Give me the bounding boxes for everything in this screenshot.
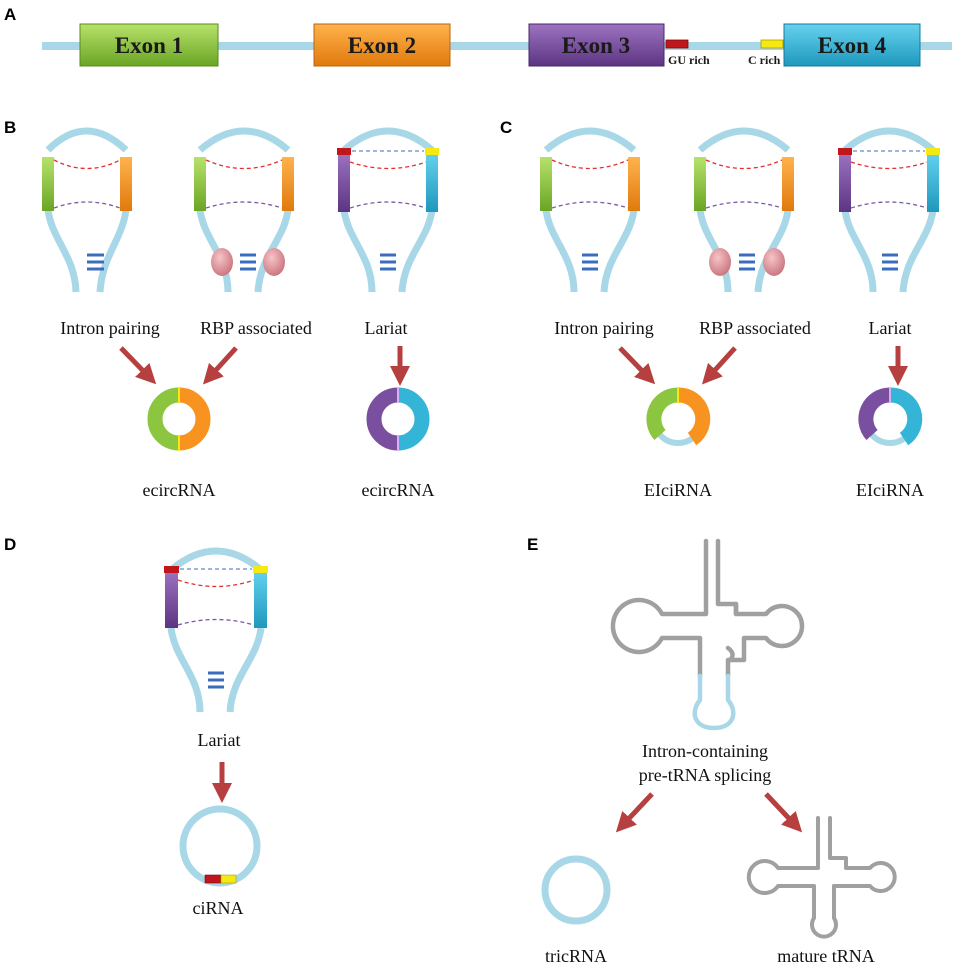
pre-trna-structure bbox=[610, 538, 805, 731]
ecircrna-ring bbox=[366, 387, 430, 451]
mature-trna-structure bbox=[746, 816, 897, 939]
process-label-line-2: pre-tRNA splicing bbox=[639, 765, 772, 785]
mechanism-label-rbp-associated: RBP associated bbox=[200, 318, 312, 338]
panel-letter-a: A bbox=[4, 5, 16, 24]
product-label-cirna: ciRNA bbox=[193, 898, 244, 918]
exon-1-label: Exon 1 bbox=[115, 33, 183, 58]
process-label-line-1: Intron-containing bbox=[642, 741, 768, 761]
arrow bbox=[119, 346, 157, 385]
c-rich-element bbox=[760, 39, 784, 49]
pre-mrna-intron-line bbox=[42, 42, 952, 50]
mechanism-label-intron-pairing: Intron pairing bbox=[554, 318, 653, 338]
tricrna-ring bbox=[541, 855, 611, 925]
product-label-ecircrna: ecircRNA bbox=[143, 480, 216, 500]
product-label-eicirna: EIciRNA bbox=[644, 480, 712, 500]
lariat-hairpin-b bbox=[337, 127, 439, 293]
intron-pairing-hairpin-b bbox=[42, 127, 132, 293]
arrow bbox=[615, 792, 654, 833]
panel-b: B bbox=[4, 118, 439, 500]
rbp-protein bbox=[763, 248, 785, 276]
panel-letter-e: E bbox=[527, 535, 538, 554]
intron-pairing-hairpin-c bbox=[540, 127, 640, 293]
panel-d: D Lariat ciRNA bbox=[4, 535, 268, 918]
eicirna-ring bbox=[646, 387, 711, 446]
cirna-ring bbox=[179, 805, 261, 887]
exon-2-label: Exon 2 bbox=[348, 33, 416, 58]
arrow bbox=[764, 792, 803, 833]
arrow bbox=[618, 346, 656, 385]
mechanism-label-lariat: Lariat bbox=[365, 318, 408, 338]
panel-a: A Exon 1 Exon 2 Exon 3 Exon 4 GU rich C … bbox=[4, 5, 952, 67]
rbp-protein bbox=[263, 248, 285, 276]
mechanism-label-lariat: Lariat bbox=[869, 318, 912, 338]
mechanism-label-lariat: Lariat bbox=[198, 730, 241, 750]
rbp-associated-hairpin-c bbox=[694, 127, 794, 293]
exon-4: Exon 4 bbox=[783, 23, 921, 67]
ecircrna-ring bbox=[147, 387, 211, 451]
panel-letter-d: D bbox=[4, 535, 16, 554]
rbp-protein bbox=[211, 248, 233, 276]
c-rich-label: C rich bbox=[748, 53, 781, 67]
product-label-ecircrna: ecircRNA bbox=[362, 480, 435, 500]
exon-4-label: Exon 4 bbox=[818, 33, 887, 58]
panel-letter-b: B bbox=[4, 118, 16, 137]
rbp-associated-hairpin-b bbox=[194, 127, 294, 293]
exon-3-label: Exon 3 bbox=[562, 33, 630, 58]
mechanism-label-intron-pairing: Intron pairing bbox=[60, 318, 159, 338]
panel-e: E Intron-containing pre-tRNA splicing tr… bbox=[527, 535, 897, 966]
eicirna-ring bbox=[858, 387, 923, 446]
lariat-hairpin-d bbox=[164, 547, 268, 713]
product-label-tricrna: tricRNA bbox=[545, 946, 607, 966]
exon-2: Exon 2 bbox=[313, 23, 451, 67]
exon-1: Exon 1 bbox=[79, 23, 219, 67]
arrow bbox=[701, 346, 737, 385]
gu-rich-label: GU rich bbox=[668, 53, 710, 67]
panel-letter-c: C bbox=[500, 118, 512, 137]
panel-c: C bbox=[500, 118, 940, 500]
mechanism-label-rbp-associated: RBP associated bbox=[699, 318, 811, 338]
arrow bbox=[202, 346, 238, 385]
exon-3: Exon 3 bbox=[528, 23, 665, 67]
product-label-mature-trna: mature tRNA bbox=[777, 946, 874, 966]
rbp-protein bbox=[709, 248, 731, 276]
gu-rich-element bbox=[665, 39, 689, 49]
product-label-eicirna: EIciRNA bbox=[856, 480, 924, 500]
lariat-hairpin-c bbox=[838, 127, 940, 293]
